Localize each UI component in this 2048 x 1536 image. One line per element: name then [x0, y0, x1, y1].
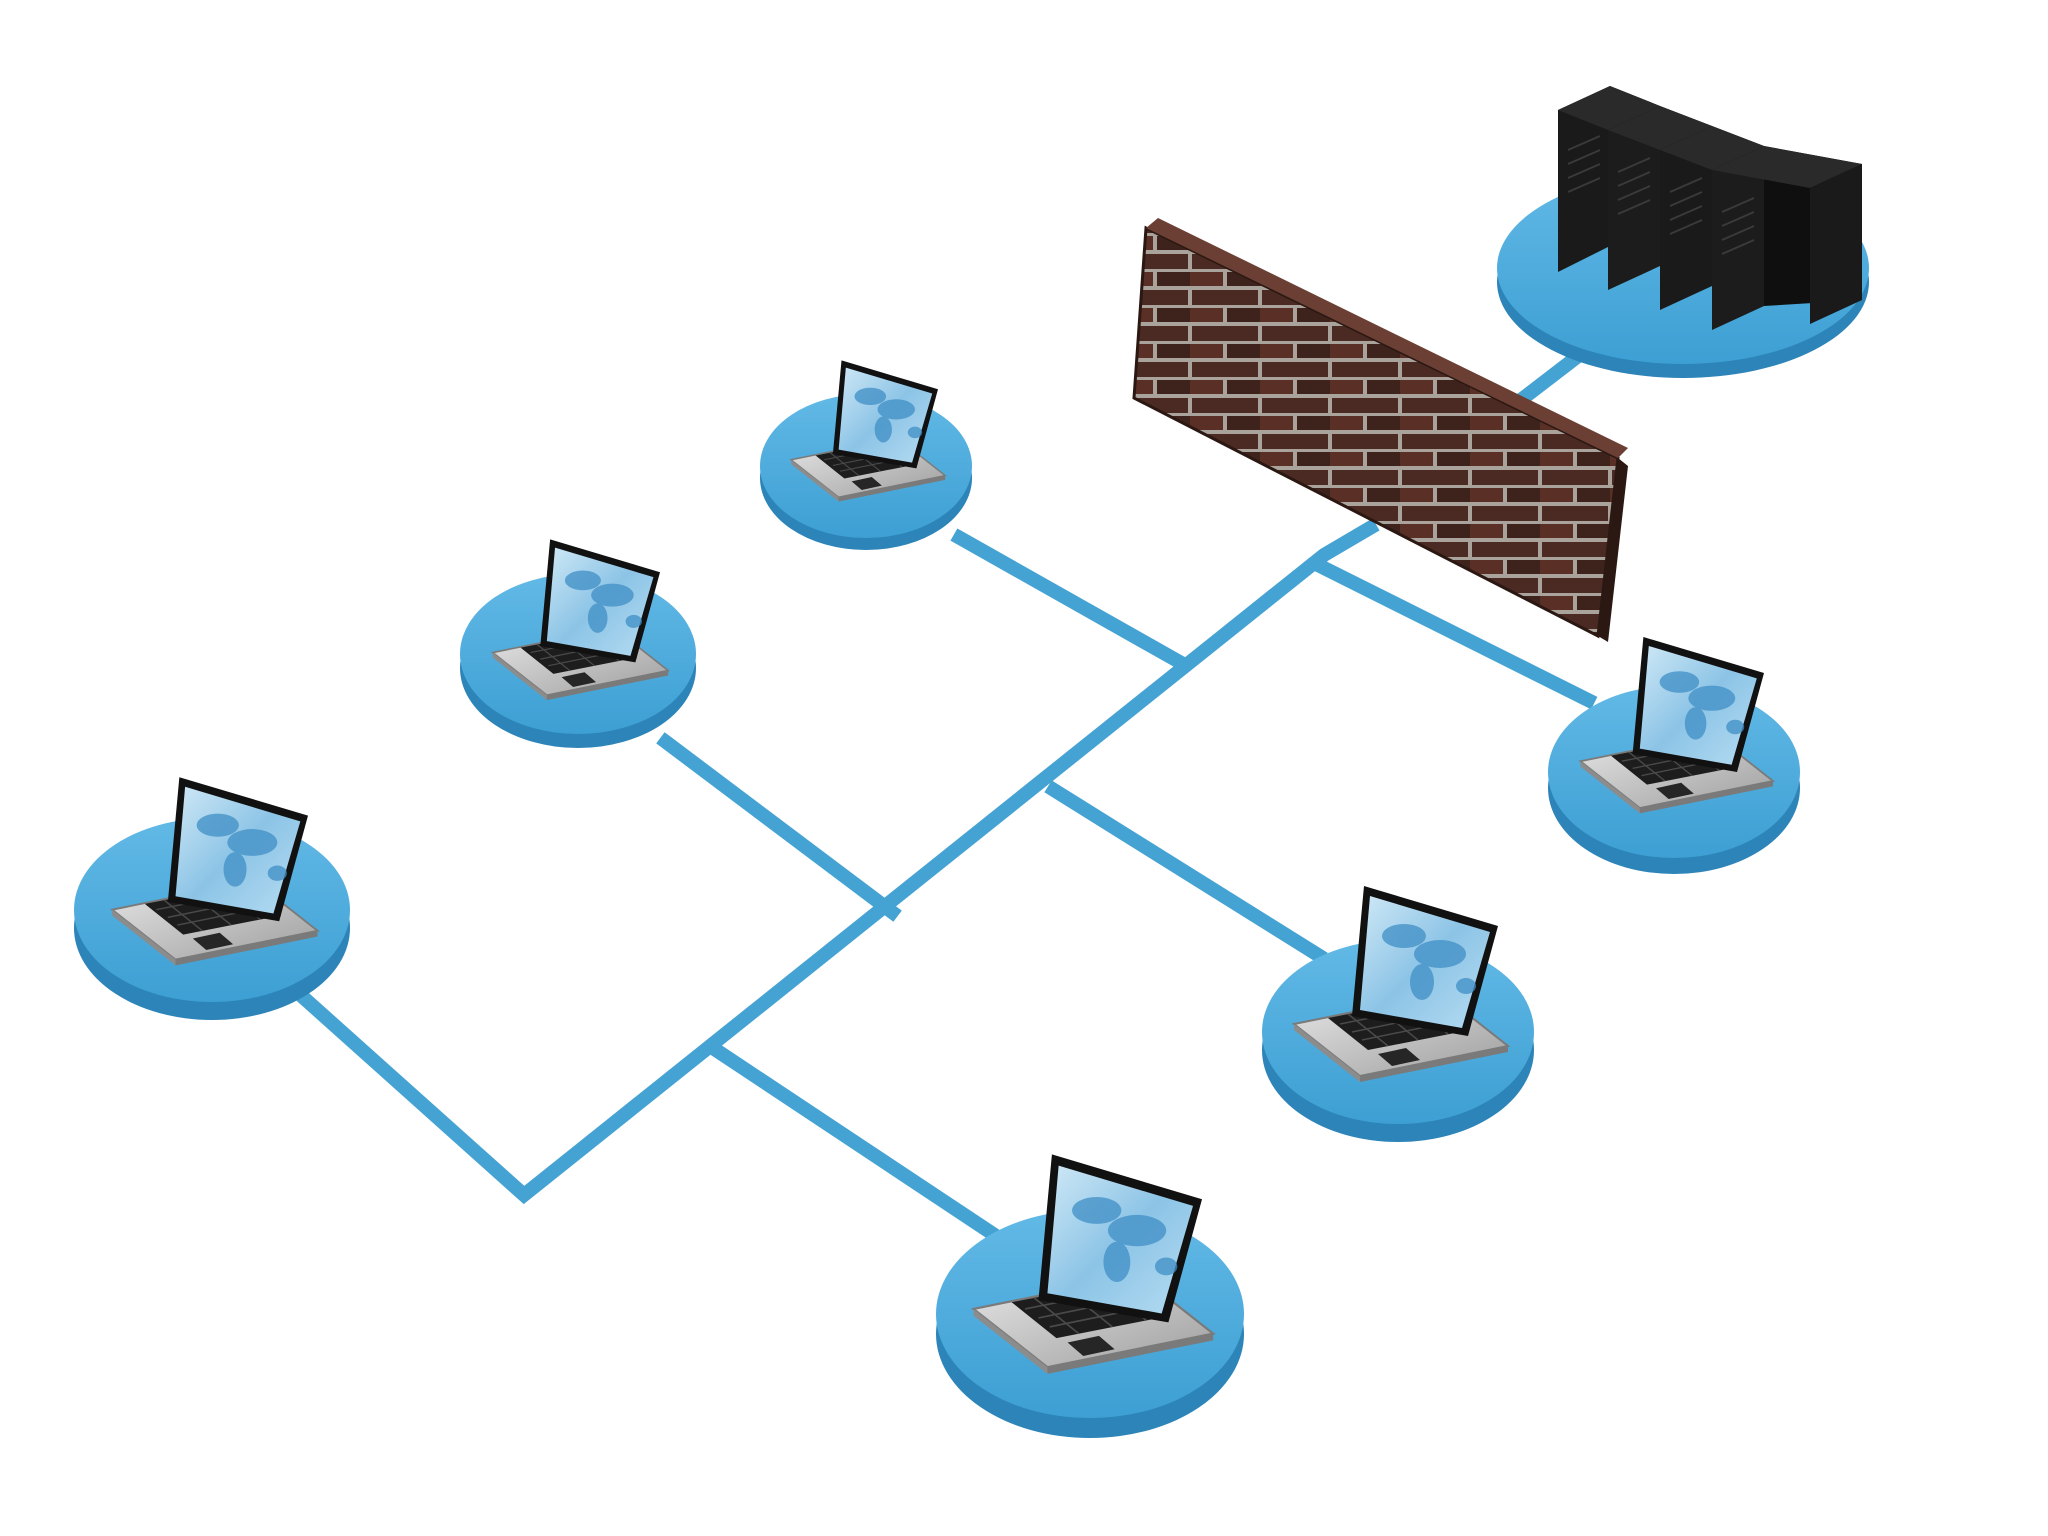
link-laptop-top [950, 528, 1186, 670]
link-laptop-mid-right [1044, 780, 1328, 965]
brick-wall-icon [1132, 218, 1628, 642]
link-laptop-right [1314, 558, 1598, 710]
link-laptop-upper-left [656, 732, 902, 922]
link-laptop-bottom [709, 1042, 1000, 1242]
laptop-node-bottom[interactable] [936, 1153, 1244, 1438]
laptop-node-left[interactable] [74, 776, 350, 1020]
server-rack-icon [1558, 86, 1862, 330]
network-links [285, 340, 1598, 1242]
firewall-node[interactable] [1132, 218, 1628, 642]
laptop-node-top[interactable] [760, 359, 972, 550]
server-rack-node[interactable] [1497, 86, 1869, 378]
laptop-node-right[interactable] [1548, 636, 1800, 874]
laptop-node-mid-right[interactable] [1262, 885, 1534, 1142]
backbone-link [285, 518, 1380, 1205]
laptop-node-upper-left[interactable] [460, 538, 696, 748]
